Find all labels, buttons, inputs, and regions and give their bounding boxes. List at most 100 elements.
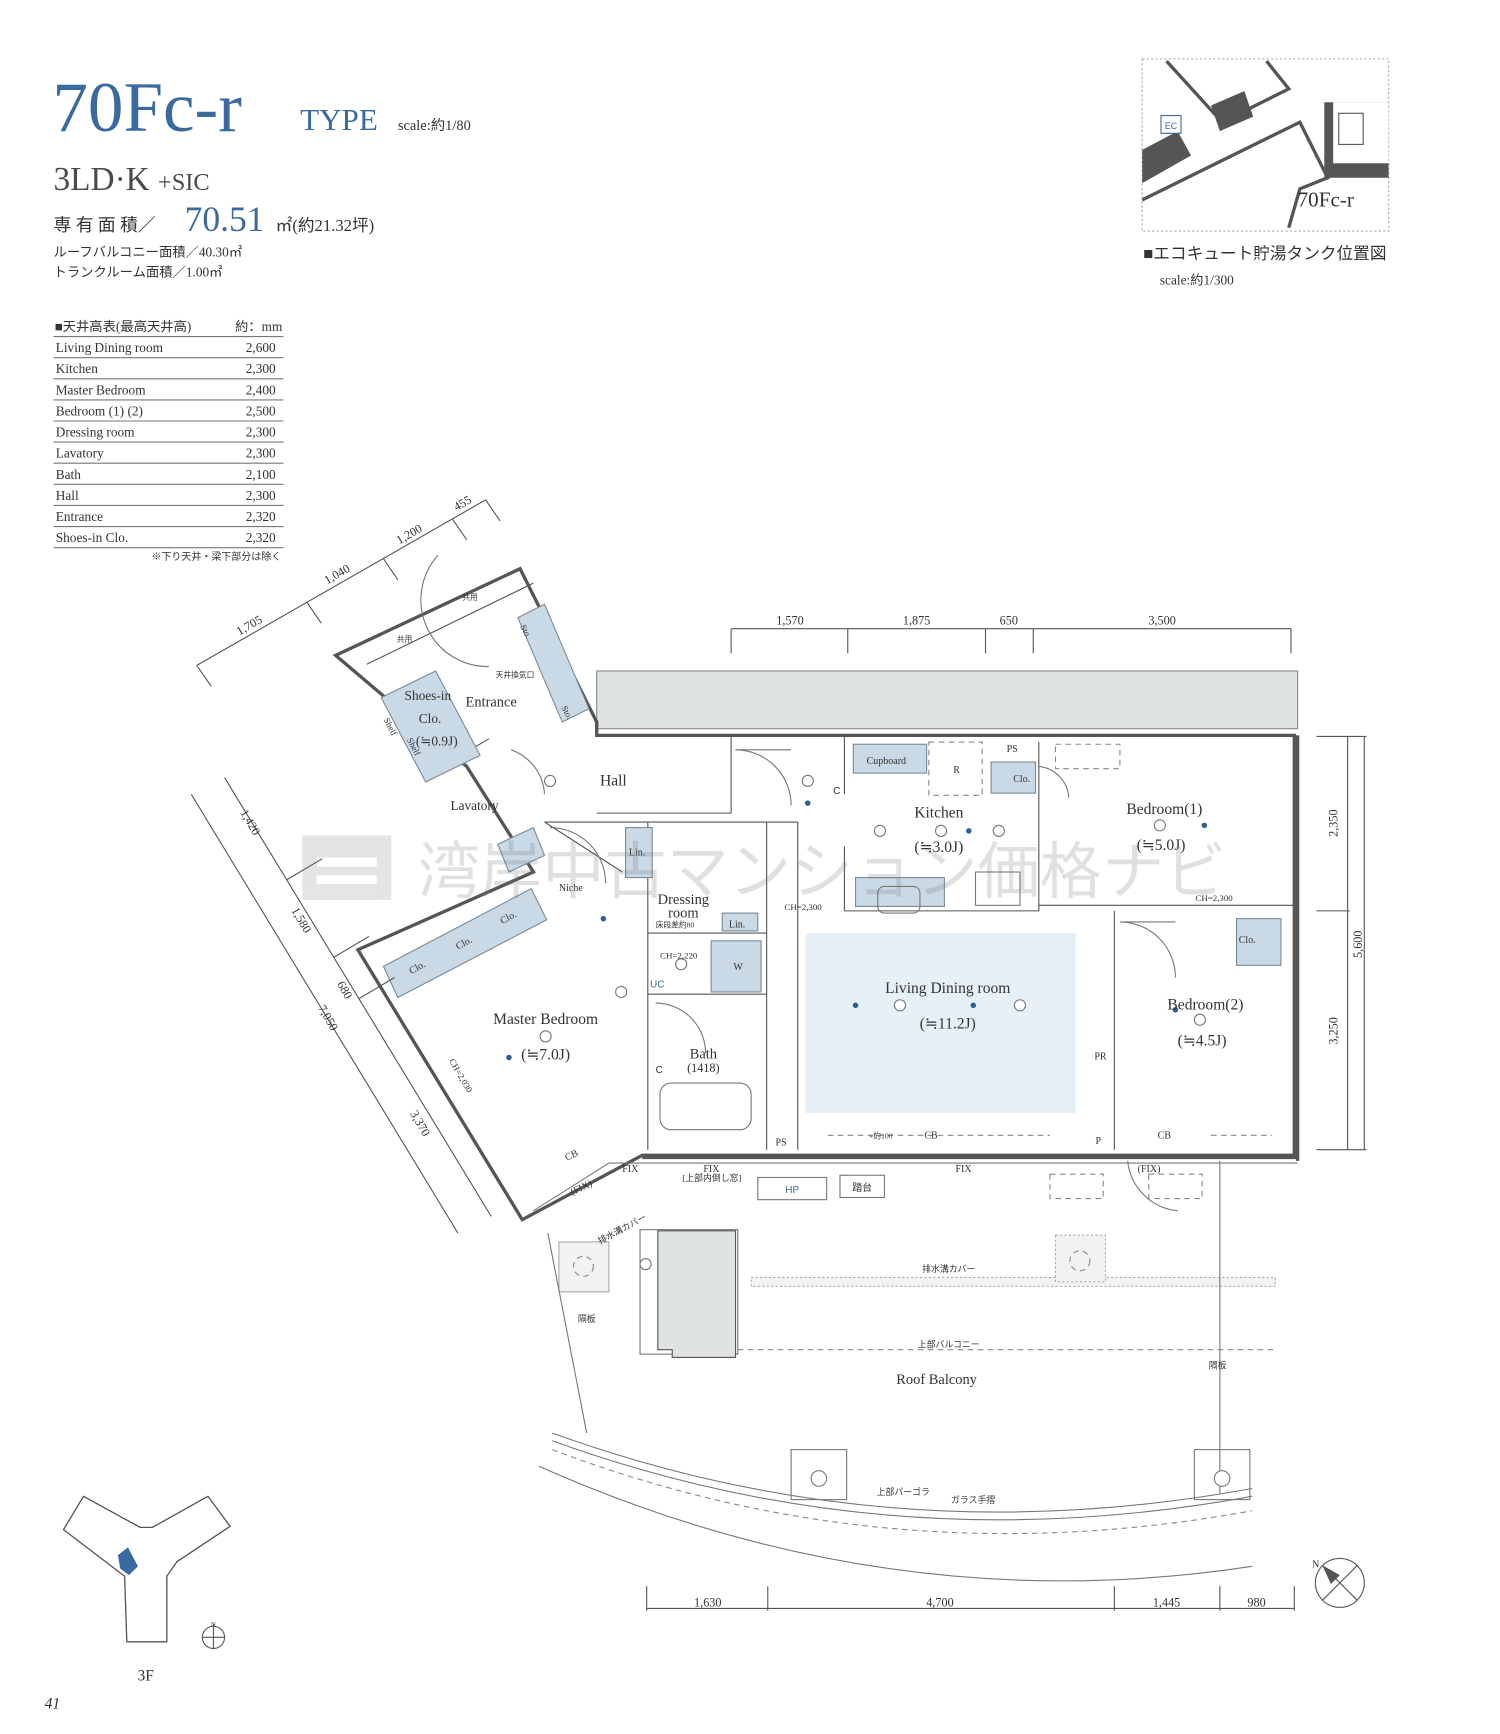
label-upper-window: [上部内倒し窓]	[682, 1172, 741, 1183]
room-shoes-2: Clo.	[419, 711, 442, 726]
compass-icon: N	[1312, 1557, 1365, 1608]
label-fix-paren: (FIX)	[569, 1178, 594, 1198]
label-niche: Niche	[559, 883, 583, 894]
row-room: Lavatory	[56, 446, 104, 461]
table-note: ※下り天井・梁下部分は除く	[151, 550, 281, 563]
room-dressing-1: Dressing	[658, 892, 709, 908]
roof-balcony-area: ルーフバルコニー面積／40.30㎡	[54, 245, 243, 260]
label-pergola: 上部パーゴラ	[877, 1486, 930, 1497]
row-room: Dressing room	[56, 425, 135, 440]
label-fix: FIX	[956, 1164, 973, 1175]
room-living: Living Dining room	[885, 980, 1010, 997]
area-value: 70.51	[185, 199, 265, 239]
row-room: Hall	[56, 488, 79, 503]
room-dressing-2: room	[668, 906, 698, 922]
ecocute-location-map: EC 70Fc-r ■エコキュート貯湯タンク位置図 scale:約1/300	[1141, 58, 1390, 287]
label-step: 床段差約80	[656, 920, 695, 930]
dim-label: 2,350	[1327, 809, 1341, 836]
room-bath: Bath	[690, 1047, 718, 1063]
linen-1	[625, 827, 653, 879]
room-shoes-1: Shoes-in	[405, 688, 452, 703]
label-cupboard: Cupboard	[867, 756, 906, 767]
row-value: 2,100	[246, 467, 276, 482]
floor-label: 3F	[137, 1668, 154, 1685]
label-pr: PR	[1094, 1052, 1107, 1063]
unit-location-marker	[117, 1547, 138, 1576]
label-w: W	[733, 962, 743, 973]
key-plan: N 3F	[62, 1495, 231, 1685]
label-partition: 隔板	[1209, 1360, 1227, 1371]
row-room: Bath	[56, 467, 81, 482]
dim-label: 3,250	[1327, 1017, 1341, 1044]
layout-main: 3LD·K	[54, 161, 150, 198]
label-upper-balcony: 上部バルコニー	[918, 1338, 980, 1349]
label-drain-cover: 排水溝カバー	[922, 1263, 975, 1274]
dim-label: 1,580	[288, 905, 314, 936]
glass-railing	[552, 1432, 1253, 1513]
room-labels: Hall Kitchen (≒3.0J) Bedroom(1) (≒5.0J) …	[405, 688, 1244, 1388]
dim-label: 1,570	[776, 613, 803, 627]
ceiling-lights	[506, 774, 1208, 1061]
kitchen-sink	[877, 885, 921, 914]
table-row: Bath 2,100	[53, 467, 284, 485]
label-clo: Clo.	[1239, 935, 1256, 946]
roof-balcony-area: HP 踏台 排水溝カバー 排水溝カバー 上部バルコニー 隔板 隔板	[533, 1155, 1298, 1582]
kitchen-counter	[854, 876, 945, 907]
label-hp: HP	[785, 1185, 799, 1196]
label-clo: Clo.	[1013, 774, 1030, 785]
dim-label: 1,040	[322, 561, 353, 587]
label-c: C	[656, 1065, 663, 1076]
trunk-room-area: トランクルーム面積／1.00㎡	[54, 265, 223, 280]
partition-left	[547, 1232, 588, 1434]
cupboard	[852, 743, 928, 774]
label-common: 共用	[462, 593, 478, 602]
page-number: 41	[45, 1695, 61, 1712]
row-value: 2,400	[246, 382, 276, 397]
label-ps: PS	[776, 1137, 787, 1148]
label-cb: CB	[1158, 1131, 1172, 1142]
room-bedroom1: Bedroom(1)	[1126, 801, 1202, 818]
row-room: Kitchen	[56, 361, 98, 376]
label-c: C	[833, 786, 840, 797]
dim-label: 1,705	[234, 612, 265, 638]
dim-label: 650	[1000, 613, 1018, 627]
lavatory-counter	[497, 826, 546, 873]
label-cb: CB	[924, 1131, 938, 1142]
label-ch-2030: CH=2,030	[447, 1057, 475, 1095]
heat-pump-box	[757, 1176, 828, 1201]
header: 70Fc-r TYPE scale:約1/80 3LD·K +SIC 専 有 面…	[52, 69, 470, 280]
washer-space	[710, 940, 762, 993]
label-common: 共用	[397, 635, 413, 644]
row-value: 2,500	[246, 403, 276, 418]
room-bath-size: (1418)	[687, 1061, 720, 1075]
label-step-stool: 踏台	[852, 1181, 872, 1194]
room-bedroom2: Bedroom(2)	[1167, 997, 1243, 1014]
room-entrance: Entrance	[466, 694, 517, 710]
closet-bedroom2	[1235, 918, 1282, 966]
ecocute-unit-label: 70Fc-r	[1298, 188, 1354, 212]
row-value: 2,320	[246, 509, 276, 524]
label-uc: UC	[650, 980, 664, 991]
ecocute-scale: scale:約1/300	[1160, 272, 1234, 287]
shoes-in-closet	[380, 670, 481, 783]
cooktop	[974, 871, 1021, 906]
label-glass-rail: ガラス手摺	[951, 1494, 995, 1505]
row-value: 2,300	[246, 425, 276, 440]
label-ch-2300: CH=2,300	[784, 902, 822, 912]
room-bedroom2-size: (≒4.5J)	[1178, 1032, 1227, 1049]
floor-plan: Hall Kitchen (≒3.0J) Bedroom(1) (≒5.0J) …	[190, 492, 1367, 1611]
label-p: P	[1095, 1136, 1101, 1147]
living-floor-fill	[805, 933, 1076, 1114]
area-unit: ㎡(約21.32坪)	[276, 216, 375, 235]
label-fix-paren: (FIX)	[1138, 1164, 1161, 1175]
room-kitchen-size: (≒3.0J)	[914, 839, 963, 856]
row-room: Living Dining room	[56, 340, 164, 355]
label-fix: FIX	[622, 1164, 639, 1175]
dimensions-top: 1,570 1,875 650 3,500	[730, 613, 1292, 654]
